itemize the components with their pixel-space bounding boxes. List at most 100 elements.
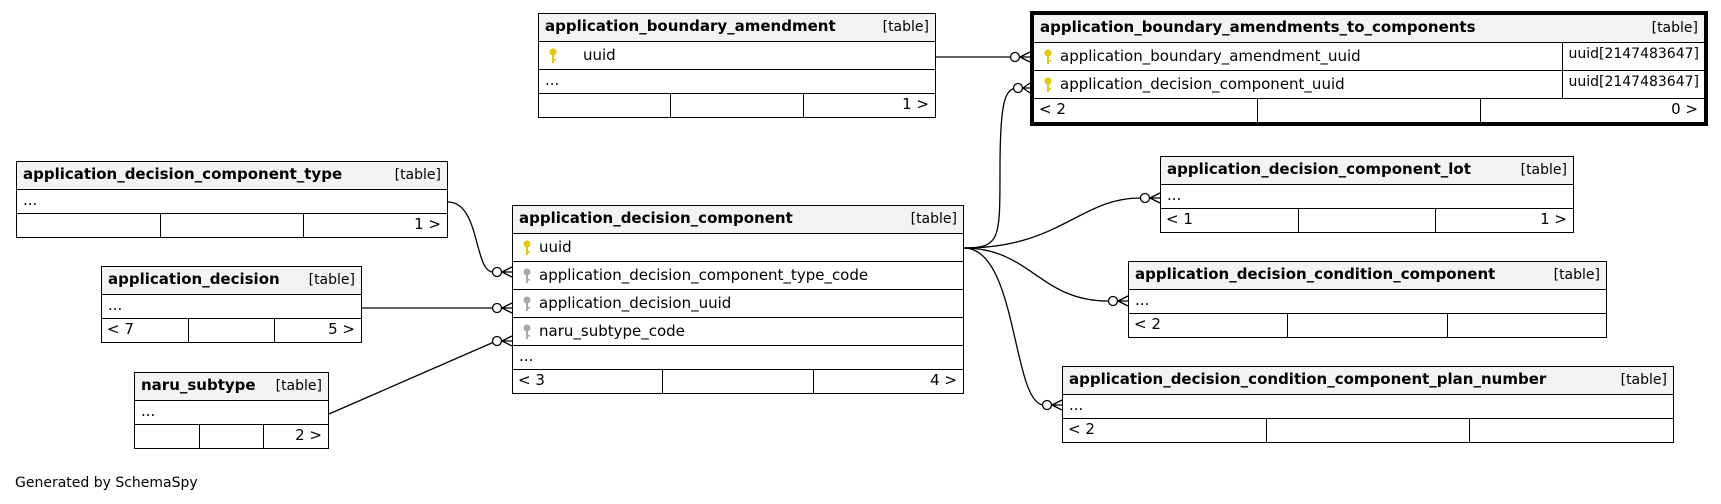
footer-cell [200, 425, 265, 448]
footer-cell: 1 > [1436, 209, 1573, 232]
column-row[interactable]: application_decision_component_type_code [513, 262, 963, 290]
table-footer: < 3 4 > [513, 370, 963, 393]
footer-cell [663, 370, 814, 393]
zero-marker [1012, 82, 1024, 94]
column-row[interactable]: application_decision_uuid [513, 290, 963, 318]
footer-cell [1470, 419, 1673, 442]
ellipsis-text: ... [1069, 396, 1084, 414]
table-type: [table] [882, 19, 929, 35]
zero-marker [1009, 51, 1021, 63]
table-application-boundary-amendments-to-components[interactable]: application_boundary_amendments_to_compo… [1030, 11, 1708, 126]
table-type: [table] [394, 167, 441, 183]
footer-cell [189, 319, 276, 342]
primary-key-icon [549, 48, 557, 63]
relation-ns-adc [328, 341, 495, 415]
table-type: [table] [1620, 372, 1667, 388]
footer-cell: < 7 [102, 319, 189, 342]
table-application-decision[interactable]: application_decision [table] ... < 7 5 > [101, 266, 362, 343]
column-name: application_decision_component_uuid [1060, 75, 1345, 93]
table-header: application_decision_component_lot [tabl… [1161, 157, 1573, 185]
column-row[interactable]: application_boundary_amendment_uuid uuid… [1034, 43, 1704, 71]
zero-marker [491, 302, 503, 314]
column-row[interactable]: application_decision_component_uuid uuid… [1034, 71, 1704, 99]
ellipsis-text: ... [108, 296, 123, 314]
children-count: 4 > [930, 371, 957, 389]
table-name: application_decision_component_type [23, 165, 343, 183]
more-columns: ... [1063, 395, 1673, 419]
crowfoot-marker [1019, 51, 1031, 63]
footer-cell [1288, 314, 1448, 337]
ellipsis-text: ... [141, 402, 156, 420]
generator-credit: Generated by SchemaSpy [15, 475, 198, 491]
parents-count: < 2 [1068, 420, 1095, 438]
table-header: application_decision_component [table] [513, 206, 963, 234]
table-type: [table] [1520, 162, 1567, 178]
crowfoot-marker [1051, 399, 1063, 411]
footer-cell: < 3 [513, 370, 664, 393]
children-count: 2 > [295, 426, 323, 444]
primary-key-icon [523, 240, 531, 255]
column-row[interactable]: uuid [539, 42, 935, 70]
table-footer: 2 > [135, 425, 328, 448]
table-application-decision-condition-component-plan-number[interactable]: application_decision_condition_component… [1062, 366, 1674, 443]
parents-count: < 1 [1166, 210, 1193, 228]
table-application-decision-component-type[interactable]: application_decision_component_type [tab… [16, 161, 448, 238]
column-type: uuid[2147483647] [1562, 71, 1704, 98]
table-application-decision-condition-component[interactable]: application_decision_condition_component… [1128, 261, 1607, 338]
footer-cell: 5 > [275, 319, 361, 342]
ellipsis-text: ... [545, 71, 560, 89]
crowfoot-marker [501, 266, 513, 278]
column-name: uuid [539, 238, 572, 256]
table-name: application_decision_condition_component… [1069, 370, 1547, 388]
table-type: [table] [275, 378, 322, 394]
footer-cell: < 2 [1063, 419, 1267, 442]
table-type: [table] [910, 211, 957, 227]
column-name: naru_subtype_code [539, 322, 685, 340]
more-columns: ... [513, 346, 963, 370]
zero-marker [491, 335, 503, 347]
more-columns: ... [17, 190, 447, 214]
foreign-key-icon [523, 324, 531, 339]
table-naru-subtype[interactable]: naru_subtype [table] ... 2 > [134, 372, 329, 449]
more-columns: ... [539, 70, 935, 94]
column-name: uuid [583, 46, 616, 64]
table-application-boundary-amendment[interactable]: application_boundary_amendment [table] u… [538, 13, 936, 118]
crowfoot-marker [501, 302, 513, 314]
table-header: application_boundary_amendment [table] [539, 14, 935, 42]
parents-count: < 2 [1039, 100, 1066, 118]
table-name: application_decision_component [519, 209, 793, 227]
more-columns: ... [1129, 290, 1606, 314]
table-header: application_decision_component_type [tab… [17, 162, 447, 190]
more-columns: ... [1161, 185, 1573, 209]
crowfoot-marker [1117, 295, 1129, 307]
foreign-key-icon [523, 268, 531, 283]
children-count: 1 > [1540, 210, 1568, 228]
ellipsis-text: ... [1135, 291, 1150, 309]
table-header: naru_subtype [table] [135, 373, 328, 401]
table-name: application_decision_condition_component [1135, 265, 1496, 283]
ellipsis-text: ... [23, 191, 38, 209]
relation-adct-adc [447, 201, 494, 273]
zero-marker [1041, 399, 1053, 411]
crowfoot-marker [1022, 82, 1031, 94]
table-header: application_decision_condition_component… [1129, 262, 1606, 290]
table-type: [table] [1553, 267, 1600, 283]
footer-cell [17, 214, 161, 237]
footer-cell: < 2 [1129, 314, 1289, 337]
table-header: application_decision_condition_component… [1063, 367, 1673, 395]
table-footer: < 7 5 > [102, 319, 361, 342]
column-row[interactable]: uuid [513, 234, 963, 262]
children-count: 1 > [414, 215, 442, 233]
footer-cell [1299, 209, 1437, 232]
footer-cell: 4 > [814, 370, 963, 393]
column-row[interactable]: naru_subtype_code [513, 318, 963, 346]
table-application-decision-component-lot[interactable]: application_decision_component_lot [tabl… [1160, 156, 1574, 233]
zero-marker [1107, 295, 1119, 307]
footer-cell [1448, 314, 1606, 337]
table-header: application_boundary_amendments_to_compo… [1034, 15, 1704, 43]
crowfoot-marker [501, 335, 513, 347]
children-count: 1 > [902, 95, 929, 113]
table-application-decision-component[interactable]: application_decision_component [table] u… [512, 205, 964, 394]
table-footer: 1 > [539, 94, 935, 117]
